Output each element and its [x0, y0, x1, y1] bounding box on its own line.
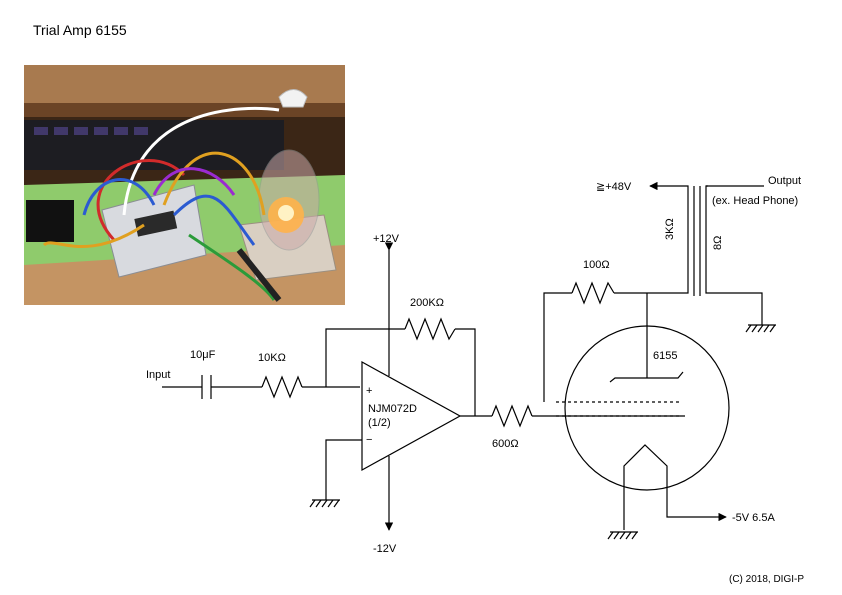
- opamp-ground-icon: [309, 499, 340, 508]
- opamp-unit-label: (1/2): [368, 417, 391, 429]
- screen-resistor-label: 100Ω: [583, 259, 610, 271]
- primary-label: 3KΩ: [664, 218, 676, 240]
- bplus-label: ≧+48V: [596, 181, 632, 193]
- opamp-name-label: NJM072D: [368, 403, 417, 415]
- output-ground-icon: [745, 324, 776, 333]
- opamp-minus-label: −: [366, 434, 372, 446]
- input-label: Input: [146, 369, 170, 381]
- input-resistor: [261, 375, 303, 399]
- tube-ground-icon: [607, 531, 638, 540]
- page-title: Trial Amp 6155: [33, 22, 127, 38]
- output-resistor-label: 600Ω: [492, 438, 519, 450]
- negative-supply-label: -12V: [373, 543, 397, 555]
- feedback-resistor: [404, 317, 456, 341]
- input-capacitor: [201, 375, 212, 399]
- input-resistor-label: 10KΩ: [258, 352, 286, 364]
- tube-label: 6155: [653, 350, 677, 362]
- breadboard-and-tube-photo: [24, 65, 345, 305]
- output-transformer: [649, 181, 764, 325]
- capacitor-label: 10μF: [190, 349, 216, 361]
- feedback-resistor-label: 200KΩ: [410, 297, 444, 309]
- copyright-label: (C) 2018, DIGI-P: [729, 574, 804, 585]
- opamp-triangle: [361, 360, 462, 472]
- output-resistor: [491, 404, 533, 428]
- positive-supply-label: +12V: [373, 233, 400, 245]
- secondary-label: 8Ω: [712, 236, 724, 250]
- output-label: Output: [768, 175, 801, 187]
- heater-label: -5V 6.5A: [732, 512, 775, 524]
- headphone-label: (ex. Head Phone): [712, 195, 798, 207]
- opamp-plus-label: +: [366, 385, 372, 397]
- screen-resistor: [571, 281, 615, 305]
